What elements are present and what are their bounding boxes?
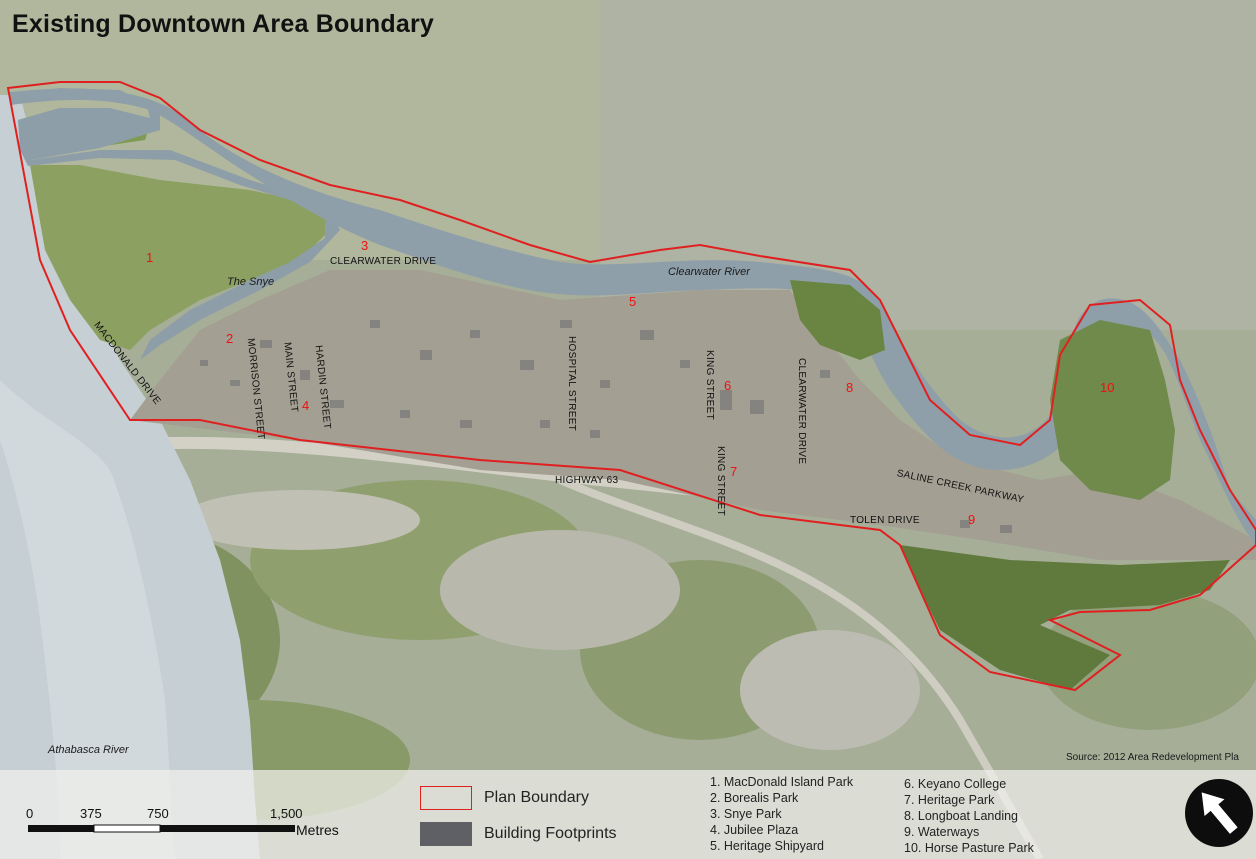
place-5: 5. Heritage Shipyard bbox=[710, 839, 824, 853]
source-note: Source: 2012 Area Redevelopment Pla bbox=[1066, 752, 1239, 763]
places-list-right: 6. Keyano College 7. Heritage Park 8. Lo… bbox=[904, 776, 1034, 856]
street-clearwater-drive-east: CLEARWATER DRIVE bbox=[796, 358, 807, 465]
street-hospital-street: HOSPITAL STREET bbox=[566, 336, 577, 432]
street-king-street-lower: KING STREET bbox=[715, 446, 726, 516]
place-9: 9. Waterways bbox=[904, 825, 980, 839]
scale-tick-750: 750 bbox=[147, 806, 169, 821]
scale-tick-375: 375 bbox=[80, 806, 102, 821]
street-clearwater-drive-top: CLEARWATER DRIVE bbox=[330, 256, 437, 267]
scale-tick-1500: 1,500 bbox=[270, 806, 303, 821]
north-arrow-icon bbox=[1185, 779, 1253, 847]
scale-tick-0: 0 bbox=[26, 806, 34, 821]
street-king-street-upper: KING STREET bbox=[704, 350, 715, 420]
marker-3[interactable]: 3 bbox=[361, 238, 369, 253]
marker-8[interactable]: 8 bbox=[846, 380, 854, 395]
place-6: 6. Keyano College bbox=[904, 777, 1007, 791]
street-tolen-drive: TOLEN DRIVE bbox=[850, 515, 920, 526]
marker-4[interactable]: 4 bbox=[302, 398, 310, 413]
snye-label: The Snye bbox=[227, 276, 275, 288]
place-10: 10. Horse Pasture Park bbox=[904, 841, 1034, 855]
marker-9[interactable]: 9 bbox=[968, 512, 976, 527]
marker-5[interactable]: 5 bbox=[629, 294, 637, 309]
place-8: 8. Longboat Landing bbox=[904, 809, 1018, 823]
street-highway-63: HIGHWAY 63 bbox=[555, 475, 619, 486]
scale-unit: Metres bbox=[296, 822, 339, 838]
plan-boundary-label: Plan Boundary bbox=[484, 789, 589, 806]
legend-panel bbox=[0, 770, 1256, 859]
place-7: 7. Heritage Park bbox=[904, 793, 995, 807]
marker-6[interactable]: 6 bbox=[724, 378, 732, 393]
marker-2[interactable]: 2 bbox=[226, 331, 234, 346]
athabasca-river-label: Athabasca River bbox=[48, 744, 129, 756]
marker-10[interactable]: 10 bbox=[1100, 380, 1115, 395]
map-title: Existing Downtown Area Boundary bbox=[12, 10, 434, 38]
plan-boundary-swatch bbox=[420, 786, 472, 810]
place-2: 2. Borealis Park bbox=[710, 791, 799, 805]
place-3: 3. Snye Park bbox=[710, 807, 782, 821]
place-4: 4. Jubilee Plaza bbox=[710, 823, 799, 837]
building-footprints-swatch bbox=[420, 822, 472, 846]
clearwater-river-label: Clearwater River bbox=[668, 266, 750, 278]
building-footprints-label: Building Footprints bbox=[484, 825, 617, 842]
scale-bar bbox=[28, 824, 295, 833]
marker-1[interactable]: 1 bbox=[146, 250, 154, 265]
marker-7[interactable]: 7 bbox=[730, 464, 738, 479]
place-1: 1. MacDonald Island Park bbox=[710, 775, 854, 789]
places-list-left: 1. MacDonald Island Park 2. Borealis Par… bbox=[710, 774, 853, 854]
